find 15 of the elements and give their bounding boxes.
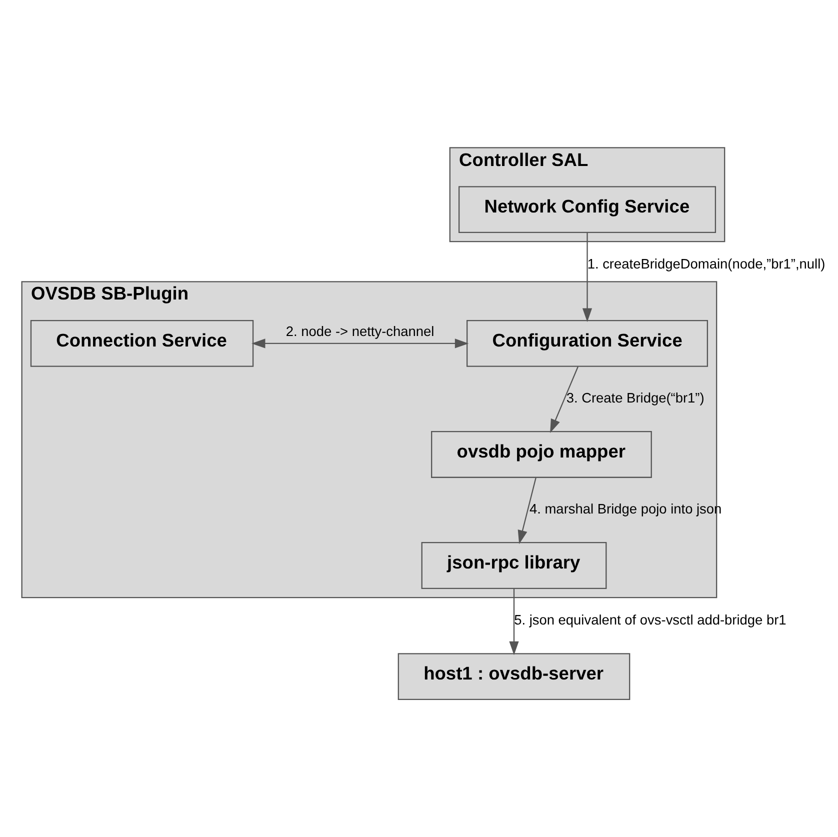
edge-label: 1. createBridgeDomain(node,”br1”,null)	[587, 256, 826, 272]
node-box: json-rpc library	[421, 542, 607, 588]
node-box: Configuration Service	[466, 320, 708, 366]
arrow	[251, 338, 469, 348]
node-box: host1 : ovsdb-server	[398, 652, 630, 700]
arrow	[518, 476, 536, 544]
node-box: ovsdb pojo mapper	[431, 430, 652, 478]
node-box: Network Config Service	[458, 186, 716, 232]
edge-label: 5. json equivalent of ovs-vsctl add-bridge br1	[514, 612, 786, 628]
edge-label: 3. Create Bridge(“br1”)	[566, 390, 704, 406]
node-box: Connection Service	[30, 320, 254, 366]
arrow	[550, 366, 579, 432]
arrow	[509, 588, 519, 655]
arrow	[582, 232, 592, 322]
edge-label: 2. node -> netty-channel	[286, 324, 434, 339]
